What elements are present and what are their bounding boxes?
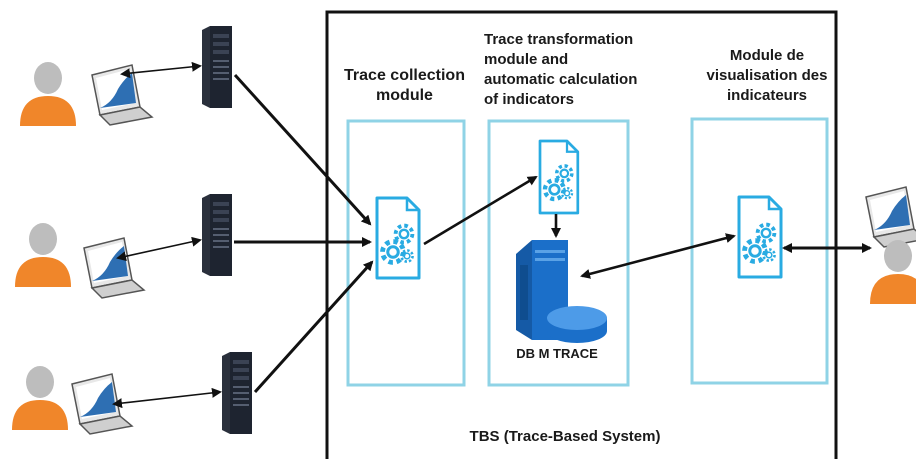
gear-document-icon <box>540 141 578 213</box>
arrow-user2-server2 <box>116 236 202 262</box>
collection-module-title: Trace collection module <box>344 67 465 104</box>
user-1 <box>20 62 153 126</box>
gear-document-icon <box>739 197 781 277</box>
transformation-module-title: Trace transformation module and automati… <box>484 31 638 108</box>
user-2 <box>15 223 145 299</box>
user-icon <box>12 366 68 430</box>
server-icon <box>222 352 252 434</box>
collection-module-box <box>346 119 466 387</box>
user-right <box>865 186 916 304</box>
system-label: TBS (Trace-Based System) <box>469 428 661 445</box>
laptop-icon <box>865 186 916 248</box>
user-icon <box>20 62 76 126</box>
arrow-user1-server1 <box>120 61 202 79</box>
database-server-icon <box>516 240 607 343</box>
arrow-db-visualisation <box>580 233 736 279</box>
arrow-collection-transformation <box>423 175 538 246</box>
server-icon <box>202 194 232 276</box>
laptop-icon <box>83 237 145 299</box>
laptop-icon <box>71 373 133 435</box>
user-icon <box>870 240 916 304</box>
arrow-user3-server3 <box>112 387 222 409</box>
visualisation-module-title: Module de visualisation des indicateurs <box>706 47 828 104</box>
arrow-server3-collection <box>253 260 374 394</box>
server-icon <box>202 26 232 108</box>
gear-document-icon <box>377 198 419 278</box>
user-3 <box>12 366 133 435</box>
user-icon <box>15 223 71 287</box>
database-label: DB M TRACE <box>516 346 598 361</box>
arrow-server1-collection <box>233 73 372 226</box>
